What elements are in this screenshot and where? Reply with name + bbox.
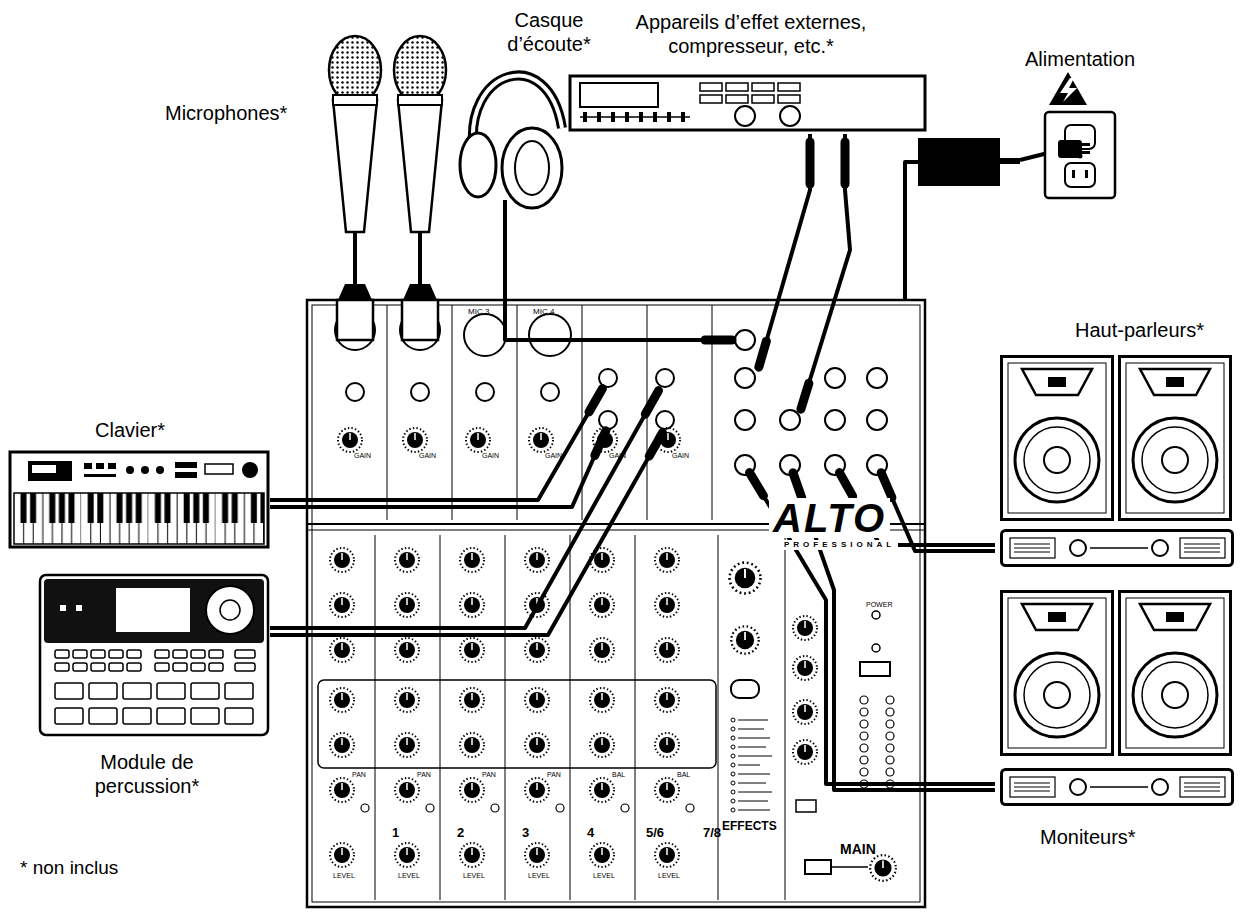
audio-cable	[355, 240, 356, 300]
panel-label: PAN	[482, 771, 496, 779]
node-label: Microphones*	[165, 101, 287, 125]
audio-cable	[270, 430, 664, 635]
panel-label: GAIN	[545, 452, 562, 460]
microphone	[329, 36, 381, 240]
channel-number: 2	[457, 826, 464, 840]
cable-line	[758, 134, 810, 370]
panel-label: LEVEL	[463, 872, 485, 880]
jack-plug	[645, 391, 658, 415]
panel-label: GAIN	[672, 452, 689, 460]
device-label: Haut-parleurs*	[995, 318, 1235, 570]
power-supply	[918, 72, 1115, 198]
panel-label: BAL	[612, 771, 625, 779]
channel-number: 3	[522, 826, 529, 840]
jack-plug	[793, 473, 802, 498]
node-label: Moniteurs*	[1040, 825, 1136, 849]
node-label: Clavier*	[95, 418, 165, 442]
panel-label: GAIN	[609, 452, 626, 460]
jack-plug	[649, 433, 662, 456]
channel-number: 7/8	[703, 826, 721, 840]
device-label: Appareils d’effet externes, compresseur,…	[565, 6, 930, 134]
jack-plug	[839, 473, 852, 497]
panel-label: LEVEL	[658, 872, 680, 880]
jack-plug	[595, 431, 606, 456]
panel-label: LEVEL	[398, 872, 420, 880]
speakers	[1002, 357, 1233, 566]
audio-cable	[748, 470, 995, 784]
audio-cable	[905, 162, 1020, 300]
device-label: Moniteurs*	[995, 585, 1235, 850]
cable-line	[505, 216, 735, 340]
cable-line	[270, 388, 660, 628]
panel-label: BAL	[677, 771, 690, 779]
jack-plug	[750, 473, 764, 496]
panel-label: PAN	[352, 771, 366, 779]
device-label: Module de percussion*	[38, 570, 270, 802]
panel-label: LEVEL	[593, 872, 615, 880]
jack-plug	[881, 473, 892, 498]
cable-line	[905, 162, 1020, 300]
jack-plug	[589, 389, 603, 412]
audio-cable	[270, 386, 604, 500]
channel-number: 4	[587, 826, 594, 840]
jack-plug	[759, 341, 766, 367]
device-label: Alimentation	[1020, 45, 1170, 200]
cable-line	[748, 470, 995, 784]
microphone	[394, 36, 446, 240]
panel-label: MIC 4	[533, 308, 554, 317]
channel-number: 1	[392, 826, 399, 840]
audio-cable	[758, 134, 810, 370]
node-label: Module de percussion*	[80, 750, 214, 798]
audio-cable	[420, 240, 421, 300]
panel-label: POWER	[866, 601, 892, 609]
panel-label: GAIN	[419, 452, 436, 460]
note: * non inclus	[20, 858, 118, 879]
audio-cable	[800, 134, 850, 412]
cable-line	[800, 134, 850, 412]
audio-cable	[505, 216, 735, 340]
keyboard	[10, 452, 268, 547]
panel-label: PAN	[417, 771, 431, 779]
node-label: Alimentation	[1025, 47, 1135, 71]
headphones	[460, 76, 562, 216]
panel-label: LEVEL	[333, 872, 355, 880]
panel-label: GAIN	[482, 452, 499, 460]
cable-line	[270, 428, 607, 507]
device-label: Casque d’écoute*	[455, 6, 605, 216]
brand-subtitle: PROFESSIONAL	[781, 540, 898, 550]
cable-line	[270, 386, 604, 500]
device-label: Microphones*	[160, 35, 460, 240]
brand-logo: ALTO	[769, 498, 890, 538]
audio-cable	[270, 428, 607, 507]
channel-number: 5/6	[646, 826, 664, 840]
node-label: Appareils d’effet externes, compresseur,…	[615, 10, 887, 58]
mixer: ALTO PROFESSIONAL	[307, 300, 925, 907]
panel-label: MIC 3	[468, 308, 489, 317]
section-label: MAIN	[840, 842, 876, 857]
section-label: EFFECTS	[722, 820, 777, 833]
cable-line	[353, 240, 357, 300]
effects-unit	[570, 76, 925, 184]
node-label: Haut-parleurs*	[1075, 318, 1204, 342]
jack-plug	[801, 383, 809, 409]
jack-plug	[705, 336, 732, 345]
panel-label: PAN	[547, 771, 561, 779]
device-label: Clavier*	[8, 418, 270, 550]
cable-line	[880, 470, 995, 551]
cable-line	[270, 430, 664, 635]
cable-line	[418, 240, 422, 300]
audio-cable	[270, 388, 660, 628]
panel-label: GAIN	[354, 452, 371, 460]
panel-label: LEVEL	[528, 872, 550, 880]
mixer-panel	[307, 284, 925, 907]
drum-module	[40, 575, 268, 735]
node-label: Casque d’écoute*	[493, 8, 605, 56]
audio-cable	[880, 470, 995, 551]
monitors	[1002, 592, 1233, 805]
